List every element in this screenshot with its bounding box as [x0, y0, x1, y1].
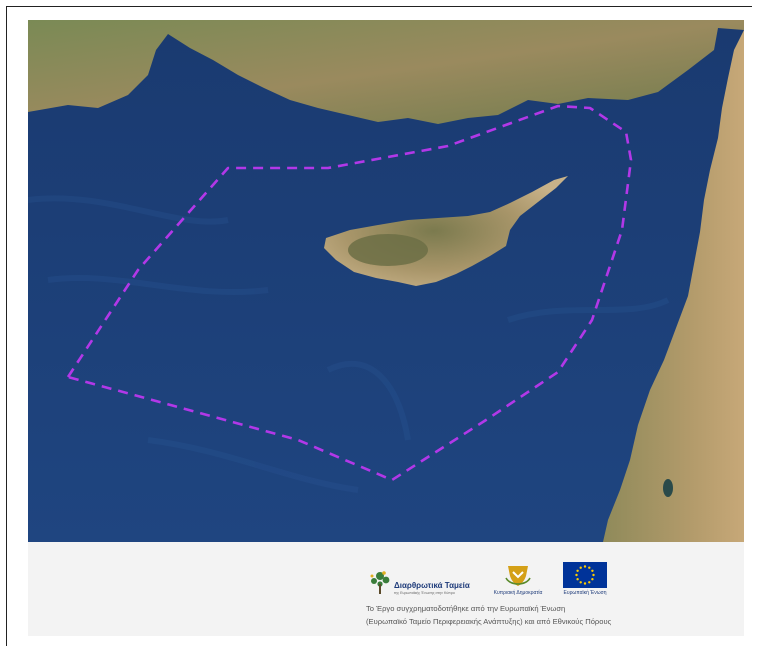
structural-funds-tree-icon: Διαρθρωτικά Ταμεία της Ευρωπαϊκής Ένωσης…: [370, 571, 470, 595]
image-frame: [6, 6, 752, 646]
eu-label: Ευρωπαϊκή Ένωση: [563, 590, 607, 596]
structural-funds-label: Διαρθρωτικά Ταμεία: [394, 581, 470, 590]
structural-funds-sublabel: της Ευρωπαϊκής Ένωσης στην Κύπρο: [394, 591, 455, 595]
funding-line-1: Το Έργο συγχρηματοδοτήθηκε από την Ευρωπ…: [366, 604, 566, 613]
funding-statement: Το Έργο συγχρηματοδοτήθηκε από την Ευρωπ…: [366, 602, 744, 628]
funding-footer: Διαρθρωτικά Ταμεία της Ευρωπαϊκής Ένωσης…: [28, 542, 744, 636]
cyprus-republic-logo: Κυπριακή Δημοκρατία: [488, 564, 548, 596]
cyprus-republic-label: Κυπριακή Δημοκρατία: [493, 590, 543, 596]
eu-flag-icon: [563, 562, 607, 588]
cyprus-emblem-icon: [505, 566, 531, 586]
satellite-map: [28, 20, 744, 542]
structural-funds-logo: Διαρθρωτικά Ταμεία της Ευρωπαϊκής Ένωσης…: [366, 566, 484, 596]
funding-logos: Διαρθρωτικά Ταμεία της Ευρωπαϊκής Ένωσης…: [366, 556, 612, 596]
funding-line-2: (Ευρωπαϊκό Ταμείο Περιφερειακής Ανάπτυξη…: [366, 617, 612, 626]
eu-logo: Ευρωπαϊκή Ένωση: [558, 562, 612, 596]
land-north: [28, 20, 744, 124]
maritime-boundary-line: [66, 104, 633, 482]
land-east: [603, 30, 744, 542]
